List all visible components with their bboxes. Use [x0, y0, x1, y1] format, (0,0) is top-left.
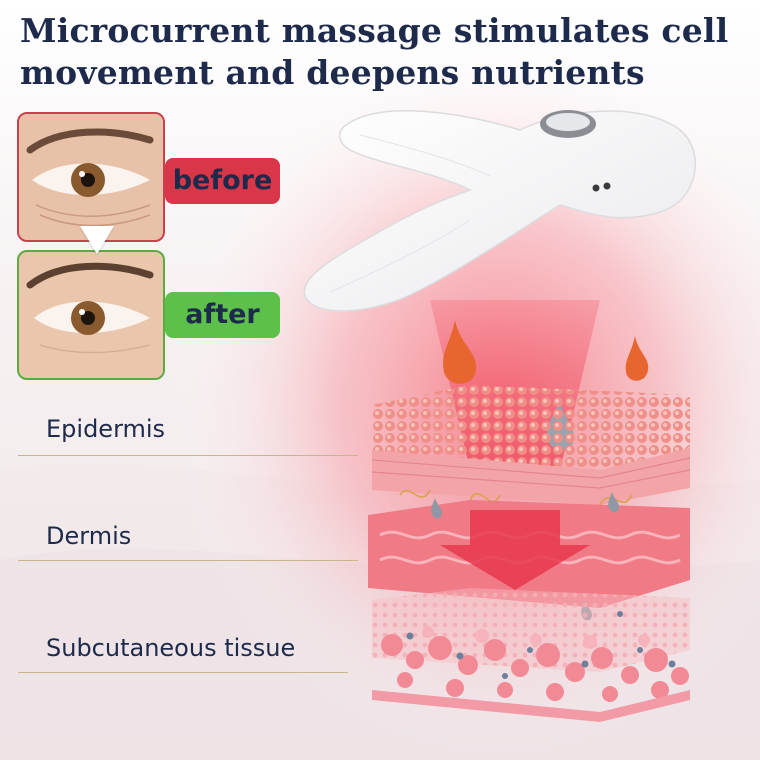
indicator-lights-icon: [592, 184, 600, 192]
after-eye-image: [19, 252, 163, 378]
dermis-label: Dermis: [46, 522, 132, 550]
headline-line-2: movement and deepens nutrients: [20, 53, 645, 92]
divider: [18, 672, 348, 673]
before-badge: before: [165, 158, 280, 204]
after-photo-frame: [17, 250, 165, 380]
subcutaneous-layer: [372, 588, 690, 722]
down-arrow-icon: [80, 226, 114, 254]
before-eye-image: [19, 114, 163, 240]
divider: [18, 455, 358, 456]
before-photo-frame: [17, 112, 165, 242]
headline-line-1: Microcurrent massage stimulates cell: [20, 11, 729, 50]
epidermis-label: Epidermis: [46, 415, 166, 443]
divider: [18, 560, 358, 561]
subcutaneous-label: Subcutaneous tissue: [46, 634, 296, 662]
after-badge: after: [165, 292, 280, 338]
epidermis-layer: [371, 385, 691, 505]
dermis-layer: [368, 492, 690, 621]
microcurrent-device: [303, 110, 697, 312]
down-arrow-icon: [440, 510, 590, 590]
headline: Microcurrent massage stimulates cell mov…: [20, 10, 750, 94]
